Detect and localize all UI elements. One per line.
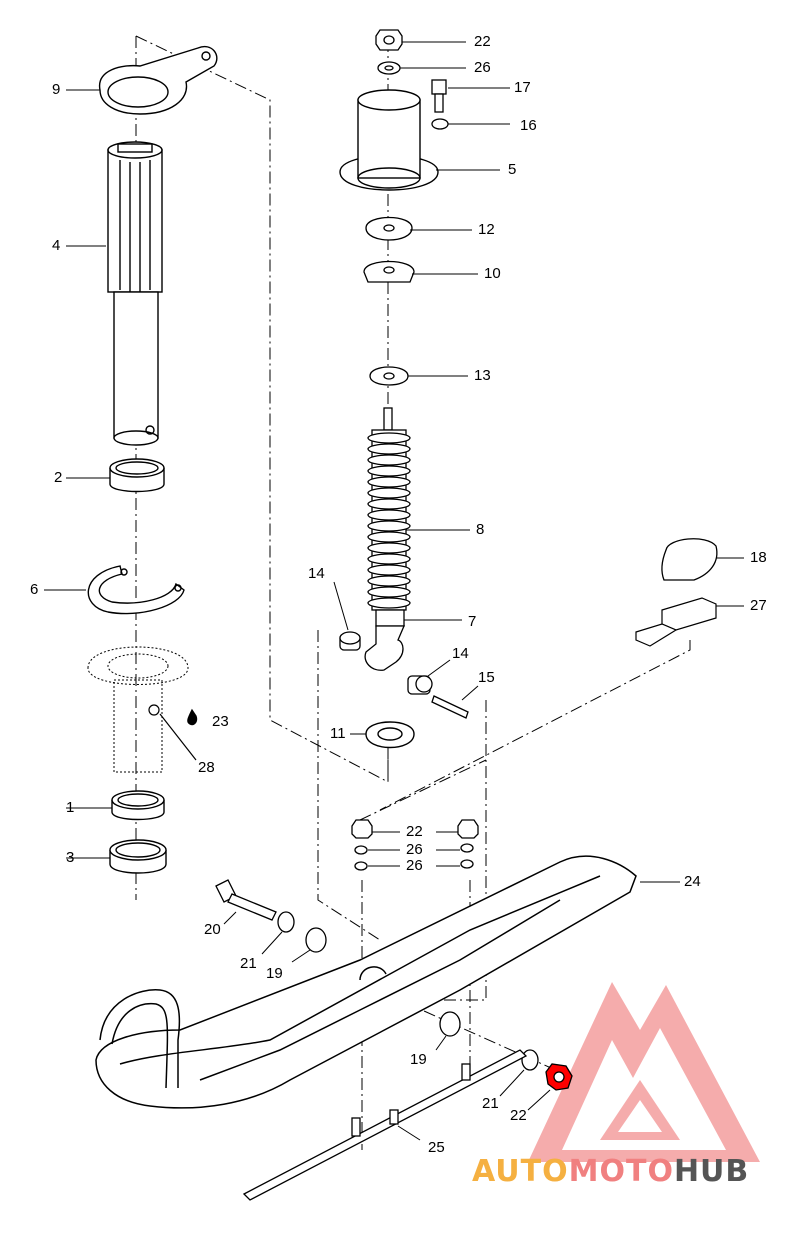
grease-drop-icon xyxy=(187,708,198,726)
part-28-grease-fitting xyxy=(148,704,197,761)
part-4-spindle xyxy=(107,141,163,446)
part-9-spanner xyxy=(99,45,218,115)
callout-21-right: 21 xyxy=(482,1095,499,1112)
callout-18: 18 xyxy=(750,549,767,566)
part-1-bushing xyxy=(111,790,165,821)
watermark-moto: MOTO xyxy=(568,1154,674,1189)
callout-24: 24 xyxy=(684,873,701,890)
spring-coil xyxy=(367,575,411,587)
part-22-nut-top xyxy=(375,29,403,51)
callout-11: 11 xyxy=(330,725,346,742)
callout-9: 9 xyxy=(52,81,61,98)
spring-coil xyxy=(367,476,411,488)
callout-10: 10 xyxy=(484,265,501,282)
spring-coil xyxy=(367,520,411,532)
part-8-shock-absorber xyxy=(364,407,411,671)
part-19-bushing-right xyxy=(439,1011,461,1037)
spring-coil xyxy=(367,564,411,576)
part-22-nut-right xyxy=(457,819,479,839)
callout-14-right: 14 xyxy=(452,645,469,662)
callout-15: 15 xyxy=(478,669,495,686)
part-24-ski xyxy=(95,855,637,1109)
callout-19-right: 19 xyxy=(410,1051,427,1068)
spring-coil xyxy=(367,432,411,444)
spring-coil xyxy=(367,586,411,598)
watermark-auto: AUTO xyxy=(472,1154,569,1189)
spring-coil xyxy=(367,597,411,609)
spring-coil xyxy=(367,542,411,554)
part-18-ski-handle-cap xyxy=(661,538,718,581)
callout-17: 17 xyxy=(514,79,531,96)
callout-25: 25 xyxy=(428,1139,445,1156)
part-16-lock-washer xyxy=(431,118,449,130)
callout-26-mid-a: 26 xyxy=(406,841,423,858)
part-26-washer-left-a xyxy=(354,845,368,855)
watermark-logo-icon xyxy=(528,982,760,1162)
part-26-washer-top xyxy=(377,61,401,75)
callout-2: 2 xyxy=(54,469,63,486)
callout-13: 13 xyxy=(474,367,491,384)
callout-21-left: 21 xyxy=(240,955,257,972)
part-20-bolt xyxy=(215,879,277,921)
callout-14-left: 14 xyxy=(308,565,325,582)
part-19-bushing-left xyxy=(305,927,327,953)
part-25-wear-bar xyxy=(242,1049,528,1201)
part-3-bushing xyxy=(109,839,167,874)
spring-coil xyxy=(367,443,411,455)
part-15-pin xyxy=(431,695,469,719)
spring-coil xyxy=(367,487,411,499)
watermark-brand: AUTOMOTOHUB xyxy=(472,1154,749,1189)
part-13-washer xyxy=(369,366,409,386)
callout-26-mid-b: 26 xyxy=(406,857,423,874)
part-10-spacer xyxy=(363,260,415,283)
callout-1: 1 xyxy=(66,799,75,816)
callout-22-ski: 22 xyxy=(510,1107,527,1124)
part-14-bushing-right xyxy=(407,675,433,695)
spring-coil xyxy=(367,454,411,466)
part-11-washer xyxy=(365,721,415,749)
part-22-nut-ski xyxy=(545,1063,573,1091)
callout-3: 3 xyxy=(66,849,75,866)
spring-coil xyxy=(367,509,411,521)
callout-12: 12 xyxy=(478,221,495,238)
part-21-washer-right xyxy=(521,1049,539,1071)
spring-coil xyxy=(367,465,411,477)
part-27-wear-bar-clip xyxy=(635,597,717,647)
callout-19-left: 19 xyxy=(266,965,283,982)
part-26-washer-right-b xyxy=(460,859,474,869)
part-21-washer-left xyxy=(277,911,295,933)
callout-26-top: 26 xyxy=(474,59,491,76)
callout-16: 16 xyxy=(520,117,537,134)
callout-5: 5 xyxy=(508,161,517,178)
leader-lines xyxy=(44,41,744,1141)
ski-leg-housing-dotted xyxy=(87,646,189,773)
callout-28: 28 xyxy=(198,759,215,776)
callout-6: 6 xyxy=(30,581,39,598)
watermark-hub: HUB xyxy=(673,1154,750,1189)
callout-4: 4 xyxy=(52,237,61,254)
spring-coil xyxy=(367,531,411,543)
part-17-bolt xyxy=(431,79,447,113)
callout-22-mid: 22 xyxy=(406,823,423,840)
part-12-washer xyxy=(365,216,413,241)
part-26-washer-left-b xyxy=(354,861,368,871)
spring-coil xyxy=(367,498,411,510)
part-26-washer-right-a xyxy=(460,843,474,853)
part-14-bushing-left xyxy=(339,631,361,651)
part-6-retaining-ring xyxy=(87,565,185,615)
part-2-bushing xyxy=(109,458,165,493)
callout-27: 27 xyxy=(750,597,767,614)
part-5-top-cap xyxy=(339,89,439,191)
callout-8: 8 xyxy=(476,521,485,538)
callout-22-top: 22 xyxy=(474,33,491,50)
spring-coil xyxy=(367,553,411,565)
callout-23: 23 xyxy=(212,713,229,730)
callout-7: 7 xyxy=(468,613,477,630)
callout-20: 20 xyxy=(204,921,221,938)
part-22-nut-left xyxy=(351,819,373,839)
